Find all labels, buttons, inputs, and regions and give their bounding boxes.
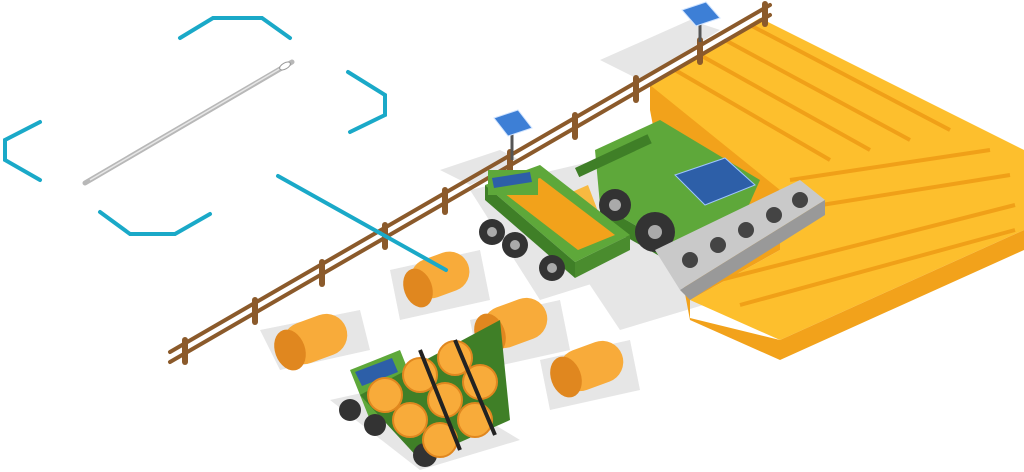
grain-trailer-icon (479, 165, 630, 281)
combine-harvester-icon (572, 120, 825, 300)
solar-panel-icon (493, 109, 533, 160)
hay-bale-icon (274, 313, 348, 371)
field-icon (650, 18, 1024, 360)
hay-bale-icon (550, 340, 624, 398)
solar-panel-icon (681, 1, 721, 42)
hay-bale-icon (403, 251, 470, 308)
viewfinder-icon (3, 16, 448, 272)
fence-icon (168, 1, 772, 365)
bale-carrier-robot-icon (339, 320, 510, 467)
needle-icon (82, 59, 295, 186)
